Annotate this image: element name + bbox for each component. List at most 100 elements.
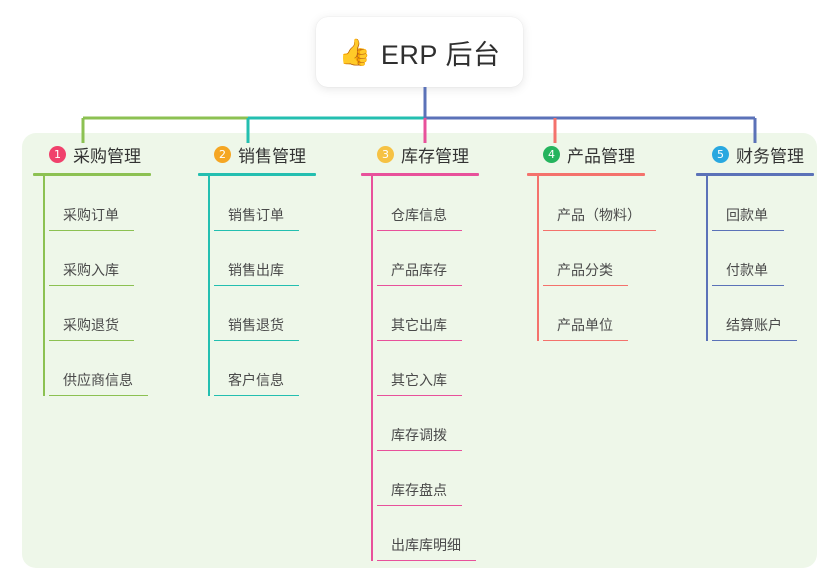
list-item-rule (377, 229, 462, 231)
list-item[interactable]: 出库库明细 (377, 506, 479, 561)
list-item-label: 其它出库 (391, 316, 447, 333)
column-spine-2 (208, 176, 210, 396)
list-item[interactable]: 销售出库 (214, 231, 316, 286)
list-item-label: 产品分类 (557, 261, 613, 278)
list-item[interactable]: 结算账户 (712, 286, 814, 341)
column-title-2: 销售管理 (238, 146, 306, 166)
list-item[interactable]: 其它入库 (377, 341, 479, 396)
list-item-label: 仓库信息 (391, 206, 447, 223)
column-underline-2 (198, 173, 316, 176)
column-spine-5 (706, 176, 708, 341)
column-items-2: 销售订单销售出库销售退货客户信息 (198, 176, 316, 396)
list-item-label: 销售出库 (228, 261, 284, 278)
list-item-label: 产品（物料） (557, 206, 641, 223)
list-item-label: 客户信息 (228, 371, 284, 388)
column-1: 1 采购管理采购订单采购入库采购退货供应商信息 (33, 141, 151, 396)
column-badge-1: 1 (49, 145, 66, 163)
column-underline-3 (361, 173, 479, 176)
list-item[interactable]: 产品分类 (543, 231, 656, 286)
column-badge-5: 5 (712, 145, 729, 163)
column-4: 4 产品管理产品（物料） 产品分类产品单位 (527, 141, 656, 341)
list-item[interactable]: 产品（物料） (543, 176, 656, 231)
list-item[interactable]: 采购退货 (49, 286, 151, 341)
list-item-label: 付款单 (726, 261, 768, 278)
column-header-4[interactable]: 4 产品管理 (527, 141, 656, 167)
list-item-label: 产品单位 (557, 316, 613, 333)
list-item-rule (377, 449, 462, 451)
column-5: 5 财务管理回款单付款单结算账户 (696, 141, 814, 341)
list-item-label: 产品库存 (391, 261, 447, 278)
list-item-rule (214, 339, 299, 341)
list-item-rule (712, 339, 797, 341)
list-item-rule (49, 284, 134, 286)
column-title-5: 财务管理 (736, 146, 804, 166)
column-underline-5 (696, 173, 814, 176)
list-item[interactable]: 库存盘点 (377, 451, 479, 506)
column-header-3[interactable]: 3 库存管理 (361, 141, 479, 167)
list-item-rule (214, 284, 299, 286)
list-item-rule (543, 284, 628, 286)
list-item-label: 采购退货 (63, 316, 119, 333)
list-item-label: 库存盘点 (391, 481, 447, 498)
column-2: 2 销售管理销售订单销售出库销售退货客户信息 (198, 141, 316, 396)
column-badge-2: 2 (214, 145, 231, 163)
column-badge-3: 3 (377, 145, 394, 163)
list-item-rule (377, 339, 462, 341)
list-item[interactable]: 销售订单 (214, 176, 316, 231)
list-item-rule (712, 229, 784, 231)
column-badge-4: 4 (543, 145, 560, 163)
diagram-panel (22, 133, 817, 568)
list-item-rule (49, 229, 134, 231)
column-header-2[interactable]: 2 销售管理 (198, 141, 316, 167)
list-item-label: 销售退货 (228, 316, 284, 333)
list-item-label: 出库库明细 (391, 536, 461, 553)
list-item[interactable]: 采购入库 (49, 231, 151, 286)
list-item[interactable]: 其它出库 (377, 286, 479, 341)
column-spine-4 (537, 176, 539, 341)
list-item-label: 销售订单 (228, 206, 284, 223)
list-item-label: 采购订单 (63, 206, 119, 223)
list-item[interactable]: 付款单 (712, 231, 814, 286)
column-title-4: 产品管理 (567, 146, 635, 166)
list-item[interactable]: 产品库存 (377, 231, 479, 286)
column-spine-3 (371, 176, 373, 561)
list-item-label: 结算账户 (726, 316, 782, 333)
list-item-rule (214, 229, 299, 231)
list-item[interactable]: 采购订单 (49, 176, 151, 231)
root-node-label: ERP 后台 (380, 39, 501, 70)
list-item-rule (543, 229, 656, 231)
column-title-3: 库存管理 (401, 146, 469, 166)
column-underline-1 (33, 173, 151, 176)
list-item-label: 回款单 (726, 206, 768, 223)
column-3: 3 库存管理仓库信息产品库存其它出库其它入库库存调拨库存盘点出库库明细 (361, 141, 479, 561)
list-item[interactable]: 库存调拨 (377, 396, 479, 451)
list-item-label: 库存调拨 (391, 426, 447, 443)
list-item-rule (712, 284, 784, 286)
column-header-1[interactable]: 1 采购管理 (33, 141, 151, 167)
column-items-5: 回款单付款单结算账户 (696, 176, 814, 341)
list-item-rule (49, 394, 148, 396)
column-title-1: 采购管理 (73, 146, 141, 166)
list-item[interactable]: 客户信息 (214, 341, 316, 396)
list-item-label: 采购入库 (63, 261, 119, 278)
list-item-label: 供应商信息 (63, 371, 133, 388)
column-underline-4 (527, 173, 645, 176)
list-item[interactable]: 供应商信息 (49, 341, 151, 396)
column-spine-1 (43, 176, 45, 396)
thumbs-up-icon: 👍 (338, 37, 371, 67)
list-item-label: 其它入库 (391, 371, 447, 388)
column-items-1: 采购订单采购入库采购退货供应商信息 (33, 176, 151, 396)
column-header-5[interactable]: 5 财务管理 (696, 141, 814, 167)
list-item[interactable]: 销售退货 (214, 286, 316, 341)
list-item[interactable]: 产品单位 (543, 286, 656, 341)
list-item[interactable]: 仓库信息 (377, 176, 479, 231)
list-item-rule (543, 339, 628, 341)
root-node-card[interactable]: 👍 ERP 后台 (316, 17, 523, 87)
list-item-rule (377, 284, 462, 286)
list-item-rule (377, 559, 476, 561)
list-item[interactable]: 回款单 (712, 176, 814, 231)
list-item-rule (377, 394, 462, 396)
list-item-rule (214, 394, 299, 396)
list-item-rule (377, 504, 462, 506)
column-items-3: 仓库信息产品库存其它出库其它入库库存调拨库存盘点出库库明细 (361, 176, 479, 561)
